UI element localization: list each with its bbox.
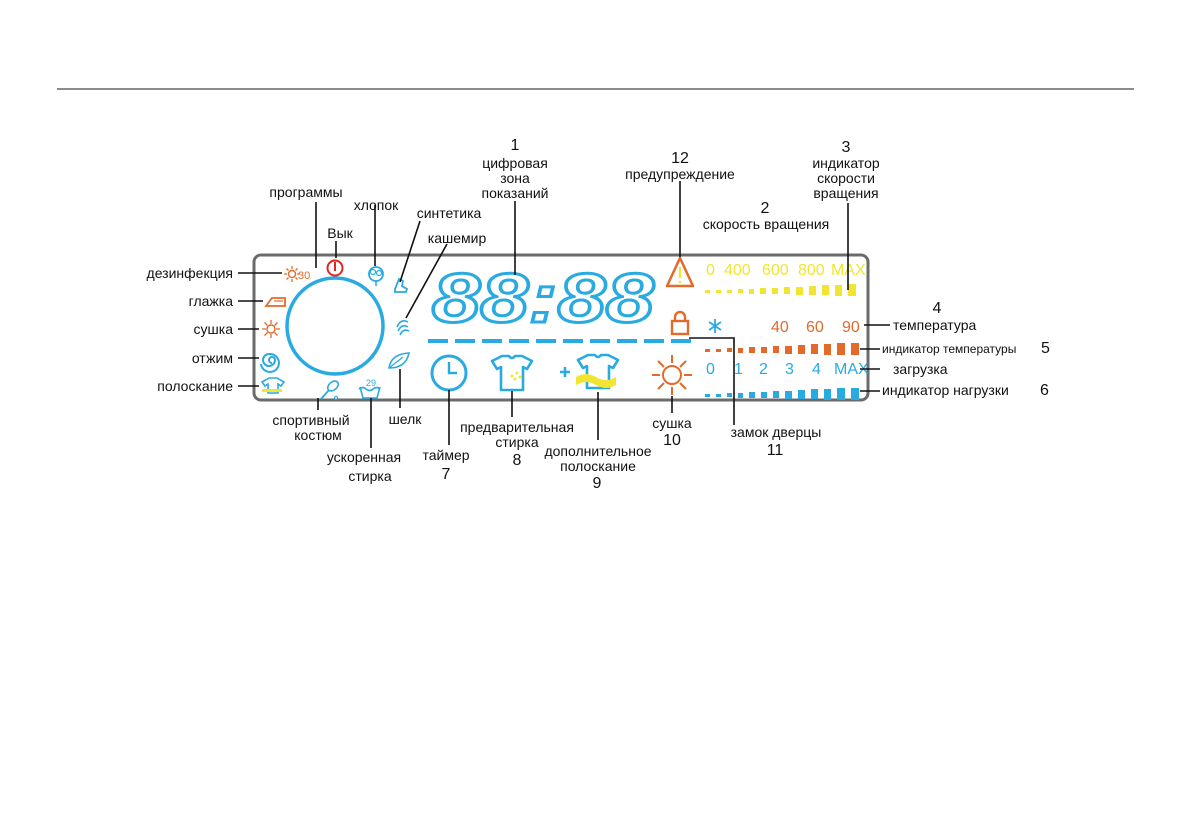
label-load-indicator: индикатор нагрузки bbox=[882, 382, 1009, 398]
digital-readout: 88:88 bbox=[432, 259, 654, 337]
label-synthetics: синтетика bbox=[417, 205, 482, 221]
load-scale-1: 1 bbox=[734, 361, 743, 378]
label-spin-indicator-num: 3 bbox=[842, 139, 851, 156]
temperature-bar bbox=[705, 343, 859, 355]
temp-scale-90: 90 bbox=[842, 319, 860, 336]
label-ironing: глажка bbox=[189, 293, 234, 309]
label-spin: отжим bbox=[192, 350, 233, 366]
temp-scale-40: 40 bbox=[771, 319, 789, 336]
temp-scale-60: 60 bbox=[806, 319, 824, 336]
leader-door-lock bbox=[689, 337, 735, 425]
speed-scale-400: 400 bbox=[724, 262, 751, 279]
door-lock-icon bbox=[670, 310, 690, 336]
label-cashmere: кашемир bbox=[428, 230, 487, 246]
label-warning-num: 12 bbox=[671, 150, 689, 167]
label-timer: таймер bbox=[422, 447, 469, 463]
label-off: Вык bbox=[327, 225, 353, 241]
label-digital-2: зона bbox=[500, 170, 530, 186]
label-drying: сушка bbox=[652, 415, 692, 431]
display-panel-frame bbox=[252, 253, 870, 402]
label-drying-left: сушка bbox=[194, 321, 234, 337]
label-programs: программы bbox=[269, 184, 342, 200]
label-prewash-num: 8 bbox=[513, 452, 522, 469]
drying-sun-icon bbox=[652, 355, 692, 395]
label-disinfection: дезинфекция bbox=[147, 265, 233, 281]
spin-spiral-icon bbox=[260, 352, 280, 373]
drying-sun-small-icon bbox=[262, 320, 280, 338]
load-scale-3: 3 bbox=[785, 361, 794, 378]
load-scale-4: 4 bbox=[812, 361, 821, 378]
sportswear-racket-icon bbox=[320, 380, 340, 400]
label-door-lock: замок дверцы bbox=[731, 424, 822, 440]
label-extra-rinse-1: дополнительное bbox=[544, 443, 651, 459]
label-load-indicator-num: 6 bbox=[1040, 382, 1049, 399]
label-quick-1: ускоренная bbox=[327, 449, 401, 465]
snowflake-icon bbox=[708, 319, 722, 333]
label-drying-num: 10 bbox=[663, 432, 681, 449]
speed-scale-0: 0 bbox=[706, 262, 715, 279]
load-scale-0: 0 bbox=[706, 361, 715, 378]
speed-scale-600: 600 bbox=[762, 262, 789, 279]
label-prewash-1: предварительная bbox=[460, 419, 574, 435]
warning-icon bbox=[665, 256, 695, 288]
quick-wash-basin-icon: 29 bbox=[358, 378, 381, 399]
label-rinse: полоскание bbox=[157, 378, 233, 394]
silk-icon bbox=[388, 352, 410, 369]
label-quick-2: стирка bbox=[348, 468, 391, 484]
quick-wash-temp: 29 bbox=[366, 378, 376, 388]
extra-rinse-shirt-icon bbox=[560, 353, 620, 390]
label-prewash-2: стирка bbox=[495, 434, 538, 450]
label-timer-num: 7 bbox=[442, 466, 451, 483]
label-sportswear-2: костюм bbox=[294, 427, 341, 443]
label-warning: предупреждение bbox=[625, 166, 735, 182]
label-cotton: хлопок bbox=[354, 197, 399, 213]
iron-icon bbox=[264, 297, 286, 307]
label-sportswear-1: спортивный bbox=[272, 412, 349, 428]
rinse-shirt-icon bbox=[260, 377, 286, 394]
disinfection-temp: 30 bbox=[298, 270, 310, 282]
disinfection-icon: 30 bbox=[284, 266, 310, 282]
load-bar bbox=[705, 388, 859, 400]
program-dial bbox=[285, 276, 385, 376]
load-scale-max: MAX bbox=[834, 361, 869, 378]
spin-speed-bar bbox=[705, 284, 856, 296]
load-scale-2: 2 bbox=[759, 361, 768, 378]
label-spin-speed: скорость вращения bbox=[703, 216, 830, 232]
leader-cashmere bbox=[405, 243, 448, 319]
label-digital-3: показаний bbox=[481, 185, 548, 201]
label-extra-rinse-2: полоскание bbox=[560, 458, 636, 474]
leader-synthetics bbox=[399, 220, 421, 283]
label-load: загрузка bbox=[893, 361, 948, 377]
label-spin-indicator-2: скорости bbox=[817, 170, 875, 186]
label-temp-indicator-num: 5 bbox=[1041, 340, 1050, 357]
label-digital-num: 1 bbox=[511, 137, 520, 154]
label-spin-speed-num: 2 bbox=[761, 200, 770, 217]
label-door-lock-num: 11 bbox=[767, 442, 784, 459]
synthetics-icon bbox=[394, 277, 409, 293]
label-spin-indicator-3: вращения bbox=[813, 185, 878, 201]
speed-scale-800: 800 bbox=[798, 262, 825, 279]
label-spin-indicator-1: индикатор bbox=[812, 155, 879, 171]
power-icon bbox=[326, 259, 344, 277]
label-digital-1: цифровая bbox=[482, 155, 548, 171]
label-temp-indicator: индикатор температуры bbox=[882, 342, 1016, 356]
label-silk: шелк bbox=[389, 411, 423, 427]
prewash-shirt-icon bbox=[490, 354, 534, 392]
label-extra-rinse-num: 9 bbox=[593, 475, 602, 492]
label-temp: температура bbox=[893, 317, 976, 333]
label-temp-num: 4 bbox=[933, 300, 942, 317]
cashmere-icon bbox=[396, 320, 410, 336]
cotton-icon bbox=[368, 266, 384, 286]
